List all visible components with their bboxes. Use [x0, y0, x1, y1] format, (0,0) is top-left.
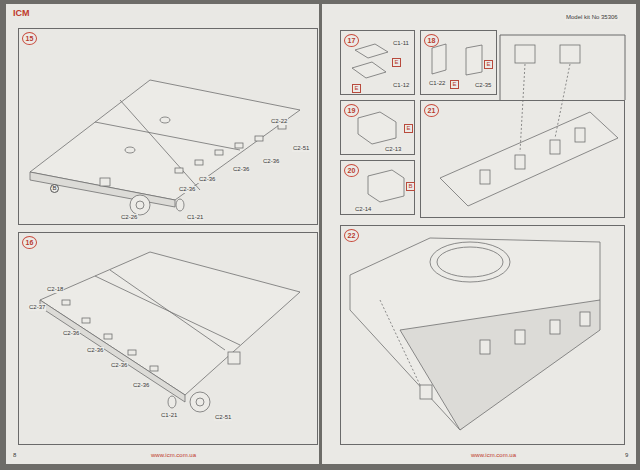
part-number: C2-18 [46, 286, 64, 293]
part-number: C1-21 [186, 214, 204, 221]
drive-wheel [190, 392, 210, 412]
leader-line [380, 300, 420, 385]
suspension-arms [62, 300, 158, 371]
hull-bottom [40, 252, 300, 395]
suspension-arms [175, 124, 286, 173]
hub-cap [168, 396, 176, 408]
right-page [322, 4, 636, 464]
paint-marker: B [406, 182, 415, 191]
part-number: C2-14 [354, 206, 372, 213]
part-number: C1-11 [392, 40, 410, 47]
hull-side [40, 300, 185, 402]
step-number: 18 [424, 34, 439, 47]
subassembly-marker: B [50, 184, 59, 193]
part-number: C2-26 [120, 214, 138, 221]
part-number: C2-36 [110, 362, 128, 369]
panel-extension [500, 35, 625, 100]
periscopes [480, 45, 585, 184]
part-number: C2-51 [214, 414, 232, 421]
step-number: 16 [22, 236, 37, 249]
hatch [160, 117, 170, 123]
part-number: C1-21 [160, 412, 178, 419]
step-number: 19 [344, 104, 359, 117]
paint-marker: E [352, 84, 361, 93]
part-number: Model kit No 35306 [565, 14, 619, 21]
part-number: C2-13 [384, 146, 402, 153]
part-number: C2-36 [198, 176, 216, 183]
part-number: C2-36 [62, 330, 80, 337]
paint-marker: E [484, 60, 493, 69]
hatch [125, 147, 135, 153]
step-number: 20 [344, 164, 359, 177]
part-number: C1-12 [392, 82, 410, 89]
bracket [100, 178, 110, 186]
step-number: 22 [344, 229, 359, 242]
turret-ring [437, 247, 503, 277]
step-number: 17 [344, 34, 359, 47]
leader-line [555, 64, 570, 138]
hatch-frame [352, 62, 386, 78]
left-page [6, 4, 319, 464]
part-number: C2-22 [270, 118, 288, 125]
part-number: C2-36 [178, 186, 196, 193]
part-number: C1-22 [428, 80, 446, 87]
step-panel: 21 [420, 100, 625, 218]
drive-wheel [130, 195, 150, 215]
part-number: C2-36 [86, 347, 104, 354]
hub [196, 398, 204, 406]
paint-marker: E [392, 58, 401, 67]
part-number: 8 [12, 452, 17, 459]
step-number: 21 [424, 104, 439, 117]
part-number: C2-36 [232, 166, 250, 173]
hull-side [30, 172, 175, 207]
bracket [228, 352, 240, 364]
periscope-housing [368, 170, 404, 202]
periscopes [420, 312, 590, 399]
website-footer: www.icm.com.ua [470, 452, 517, 459]
hub [136, 201, 144, 209]
paint-marker: E [450, 80, 459, 89]
part-number: C2-35 [474, 82, 492, 89]
brand-logo: ICM [12, 8, 31, 18]
website-footer: www.icm.com.ua [150, 452, 197, 459]
panel-line [95, 276, 240, 345]
panel-line [95, 122, 240, 150]
hatch-part [355, 44, 388, 58]
part-number: C2-51 [292, 145, 310, 152]
paint-marker: E [404, 124, 413, 133]
periscope-part [432, 44, 446, 74]
step-panel: 20 [340, 160, 415, 215]
part-number: C2-37 [28, 304, 46, 311]
glacis-plate [440, 112, 618, 206]
hull-top [350, 238, 600, 430]
glacis-plate [400, 300, 600, 430]
step-number: 15 [22, 32, 37, 45]
turret-ring [430, 242, 510, 282]
periscope-part [466, 45, 482, 75]
part-number: C2-36 [262, 158, 280, 165]
leader-line [520, 64, 525, 152]
periscope-housing [358, 112, 396, 144]
part-number: 9 [624, 452, 629, 459]
panel-line [110, 270, 225, 350]
part-number: C2-36 [132, 382, 150, 389]
step-panel: 22 [340, 225, 625, 445]
hub-cap [176, 199, 184, 211]
panel-line [120, 100, 200, 190]
step-panel: 15 [18, 28, 318, 225]
